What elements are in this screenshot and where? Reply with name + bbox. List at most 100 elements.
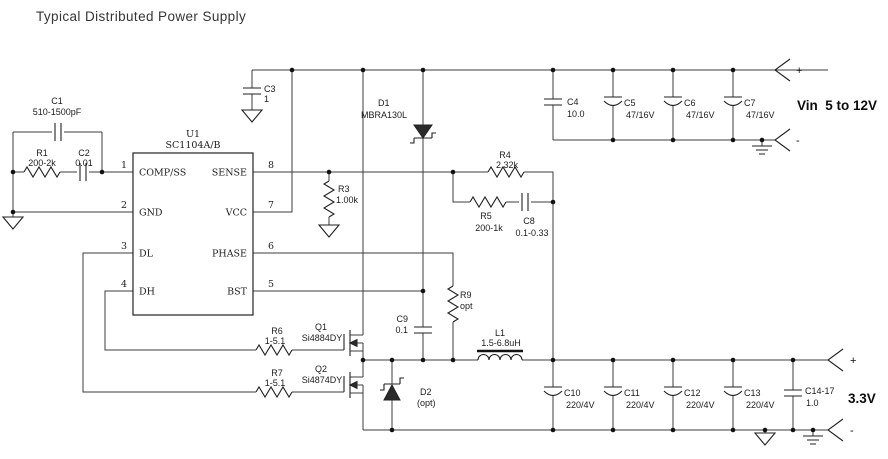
- polarized-plates: [663, 386, 683, 397]
- capacitor-C4: C4 10.0: [544, 70, 585, 140]
- resistor-R1: R1 200-2k: [23, 148, 61, 179]
- label-C3-value: 1: [264, 94, 269, 104]
- junction-dots: [10, 67, 816, 433]
- resistor-zigzag: [469, 195, 507, 209]
- label-R6-value: 1-5.1: [265, 336, 286, 346]
- pin-number-4: 4: [121, 279, 127, 290]
- wire-feedback-network: [452, 171, 554, 360]
- pin-name-vcc: VCC: [225, 208, 247, 219]
- label-L1-value: 1.5-6.8uH: [481, 338, 521, 348]
- label-C2-ref: C2: [78, 148, 90, 158]
- wire-phase-net: [253, 252, 454, 360]
- resistor-R5: R5 200-1k: [469, 195, 507, 233]
- capacitor-C8: C8 0.1-0.33: [515, 193, 549, 238]
- polarized-plates: [603, 96, 623, 107]
- label-D1-value: MBRA130L: [361, 110, 407, 120]
- resistor-zigzag: [487, 165, 525, 179]
- label-Q1-value: Si4884DY: [302, 333, 343, 343]
- capacitor-plates: [544, 98, 562, 106]
- label-R9-ref: R9: [460, 290, 472, 300]
- label-C5-ref: C5: [624, 98, 636, 108]
- label-R4-ref: R4: [499, 150, 511, 160]
- connector-chevron-vin-minus: [774, 128, 791, 152]
- label-C9-ref: C9: [396, 314, 408, 324]
- label-R3-value: 1.00k: [336, 195, 359, 205]
- polarized-plates: [723, 96, 743, 107]
- capacitor-C13: C13 220/4V: [723, 360, 775, 430]
- label-C13-ref: C13: [744, 388, 761, 398]
- capacitor-C10: C10 220/4V: [543, 360, 595, 430]
- label-C6-ref: C6: [684, 98, 696, 108]
- diode-triangle: [413, 124, 433, 139]
- connector-chevron-vin-plus: [774, 58, 791, 82]
- label-R5-value: 200-1k: [475, 223, 503, 233]
- ground-triangle-output: [753, 432, 777, 446]
- ic-ref: U1: [186, 129, 200, 140]
- capacitor-C2: C2 0.01: [75, 148, 93, 181]
- mosfet-Q1: Q1 Si4884DY: [302, 322, 364, 360]
- vout-minus-sign: -: [850, 425, 854, 437]
- capacitor-C5: C5 47/16V: [603, 70, 655, 140]
- mosfet-arrow: [348, 338, 358, 348]
- capacitor-C14-17: C14-17 1.0: [784, 360, 835, 430]
- label-C12-value: 220/4V: [686, 400, 715, 410]
- label-R6-ref: R6: [271, 326, 283, 336]
- capacitor-C7: C7 47/16V: [723, 70, 775, 140]
- pin-number-7: 7: [268, 200, 274, 211]
- capacitor-plates: [784, 389, 802, 397]
- wire-dh-route: [104, 290, 344, 351]
- vin-voltage-label: Vin 5 to 12V: [797, 98, 877, 113]
- label-C6-value: 47/16V: [686, 110, 715, 120]
- polarized-plates: [603, 386, 623, 397]
- pin-number-8: 8: [268, 160, 274, 171]
- label-R7-value: 1-5.1: [265, 378, 286, 388]
- label-R1-ref: R1: [36, 148, 48, 158]
- ic-part-number: SC1104A/B: [166, 140, 221, 151]
- resistor-R4: R4 2.32k: [487, 150, 525, 179]
- polarized-plates: [723, 386, 743, 397]
- label-Q2-ref: Q2: [315, 364, 327, 374]
- vout-plus-sign: +: [850, 355, 856, 367]
- label-R3-ref: R3: [338, 184, 350, 194]
- label-C4-ref: C4: [567, 97, 579, 107]
- wire-dl-route: [82, 252, 344, 393]
- diode-D1: D1 MBRA130L: [361, 70, 436, 360]
- label-Q1-ref: Q1: [315, 322, 327, 332]
- capacitor-plates: [521, 193, 529, 211]
- pin-name-phase: PHASE: [212, 249, 247, 260]
- port-vout: + - 3.3V: [827, 348, 876, 442]
- label-D2-ref: D2: [420, 387, 432, 397]
- label-C13-value: 220/4V: [746, 400, 775, 410]
- pin-number-5: 5: [268, 279, 274, 290]
- label-C5-value: 47/16V: [626, 110, 655, 120]
- label-C3-ref: C3: [264, 84, 276, 94]
- capacitor-plates: [54, 123, 62, 141]
- vout-voltage-label: 3.3V: [848, 391, 876, 406]
- diode-triangle: [383, 383, 401, 401]
- port-vin: + - Vin 5 to 12V: [774, 58, 877, 152]
- label-C10-ref: C10: [564, 388, 581, 398]
- capacitor-C3: C3 1: [243, 70, 276, 110]
- capacitor-C9: C9 0.1: [395, 314, 432, 335]
- resistor-zigzag: [322, 180, 336, 218]
- capacitor-C11: C11 220/4V: [603, 360, 655, 430]
- polarized-plates: [543, 386, 563, 397]
- inductor-L1: L1 1.5-6.8uH: [477, 328, 523, 361]
- label-C7-value: 47/16V: [746, 110, 775, 120]
- earth-ground-vin: [752, 145, 772, 155]
- label-C14-value: 1.0: [806, 398, 819, 408]
- label-C8-ref: C8: [523, 216, 535, 226]
- label-R4-value: 2.32k: [496, 160, 519, 170]
- capacitor-plates: [243, 87, 261, 95]
- capacitor-plates: [414, 326, 432, 334]
- ic-body: [132, 152, 254, 316]
- ground-triangle-comp: [1, 216, 25, 230]
- pin-name-sense: SENSE: [212, 168, 247, 179]
- pin-name-bst: BST: [227, 287, 247, 298]
- inductor-coils: [477, 354, 523, 361]
- pin-number-3: 3: [121, 241, 127, 252]
- wire-vcc-feed: [253, 70, 293, 213]
- label-C2-value: 0.01: [75, 158, 93, 168]
- vin-minus-sign: -: [796, 135, 800, 147]
- label-Q2-value: Si4874DY: [302, 375, 343, 385]
